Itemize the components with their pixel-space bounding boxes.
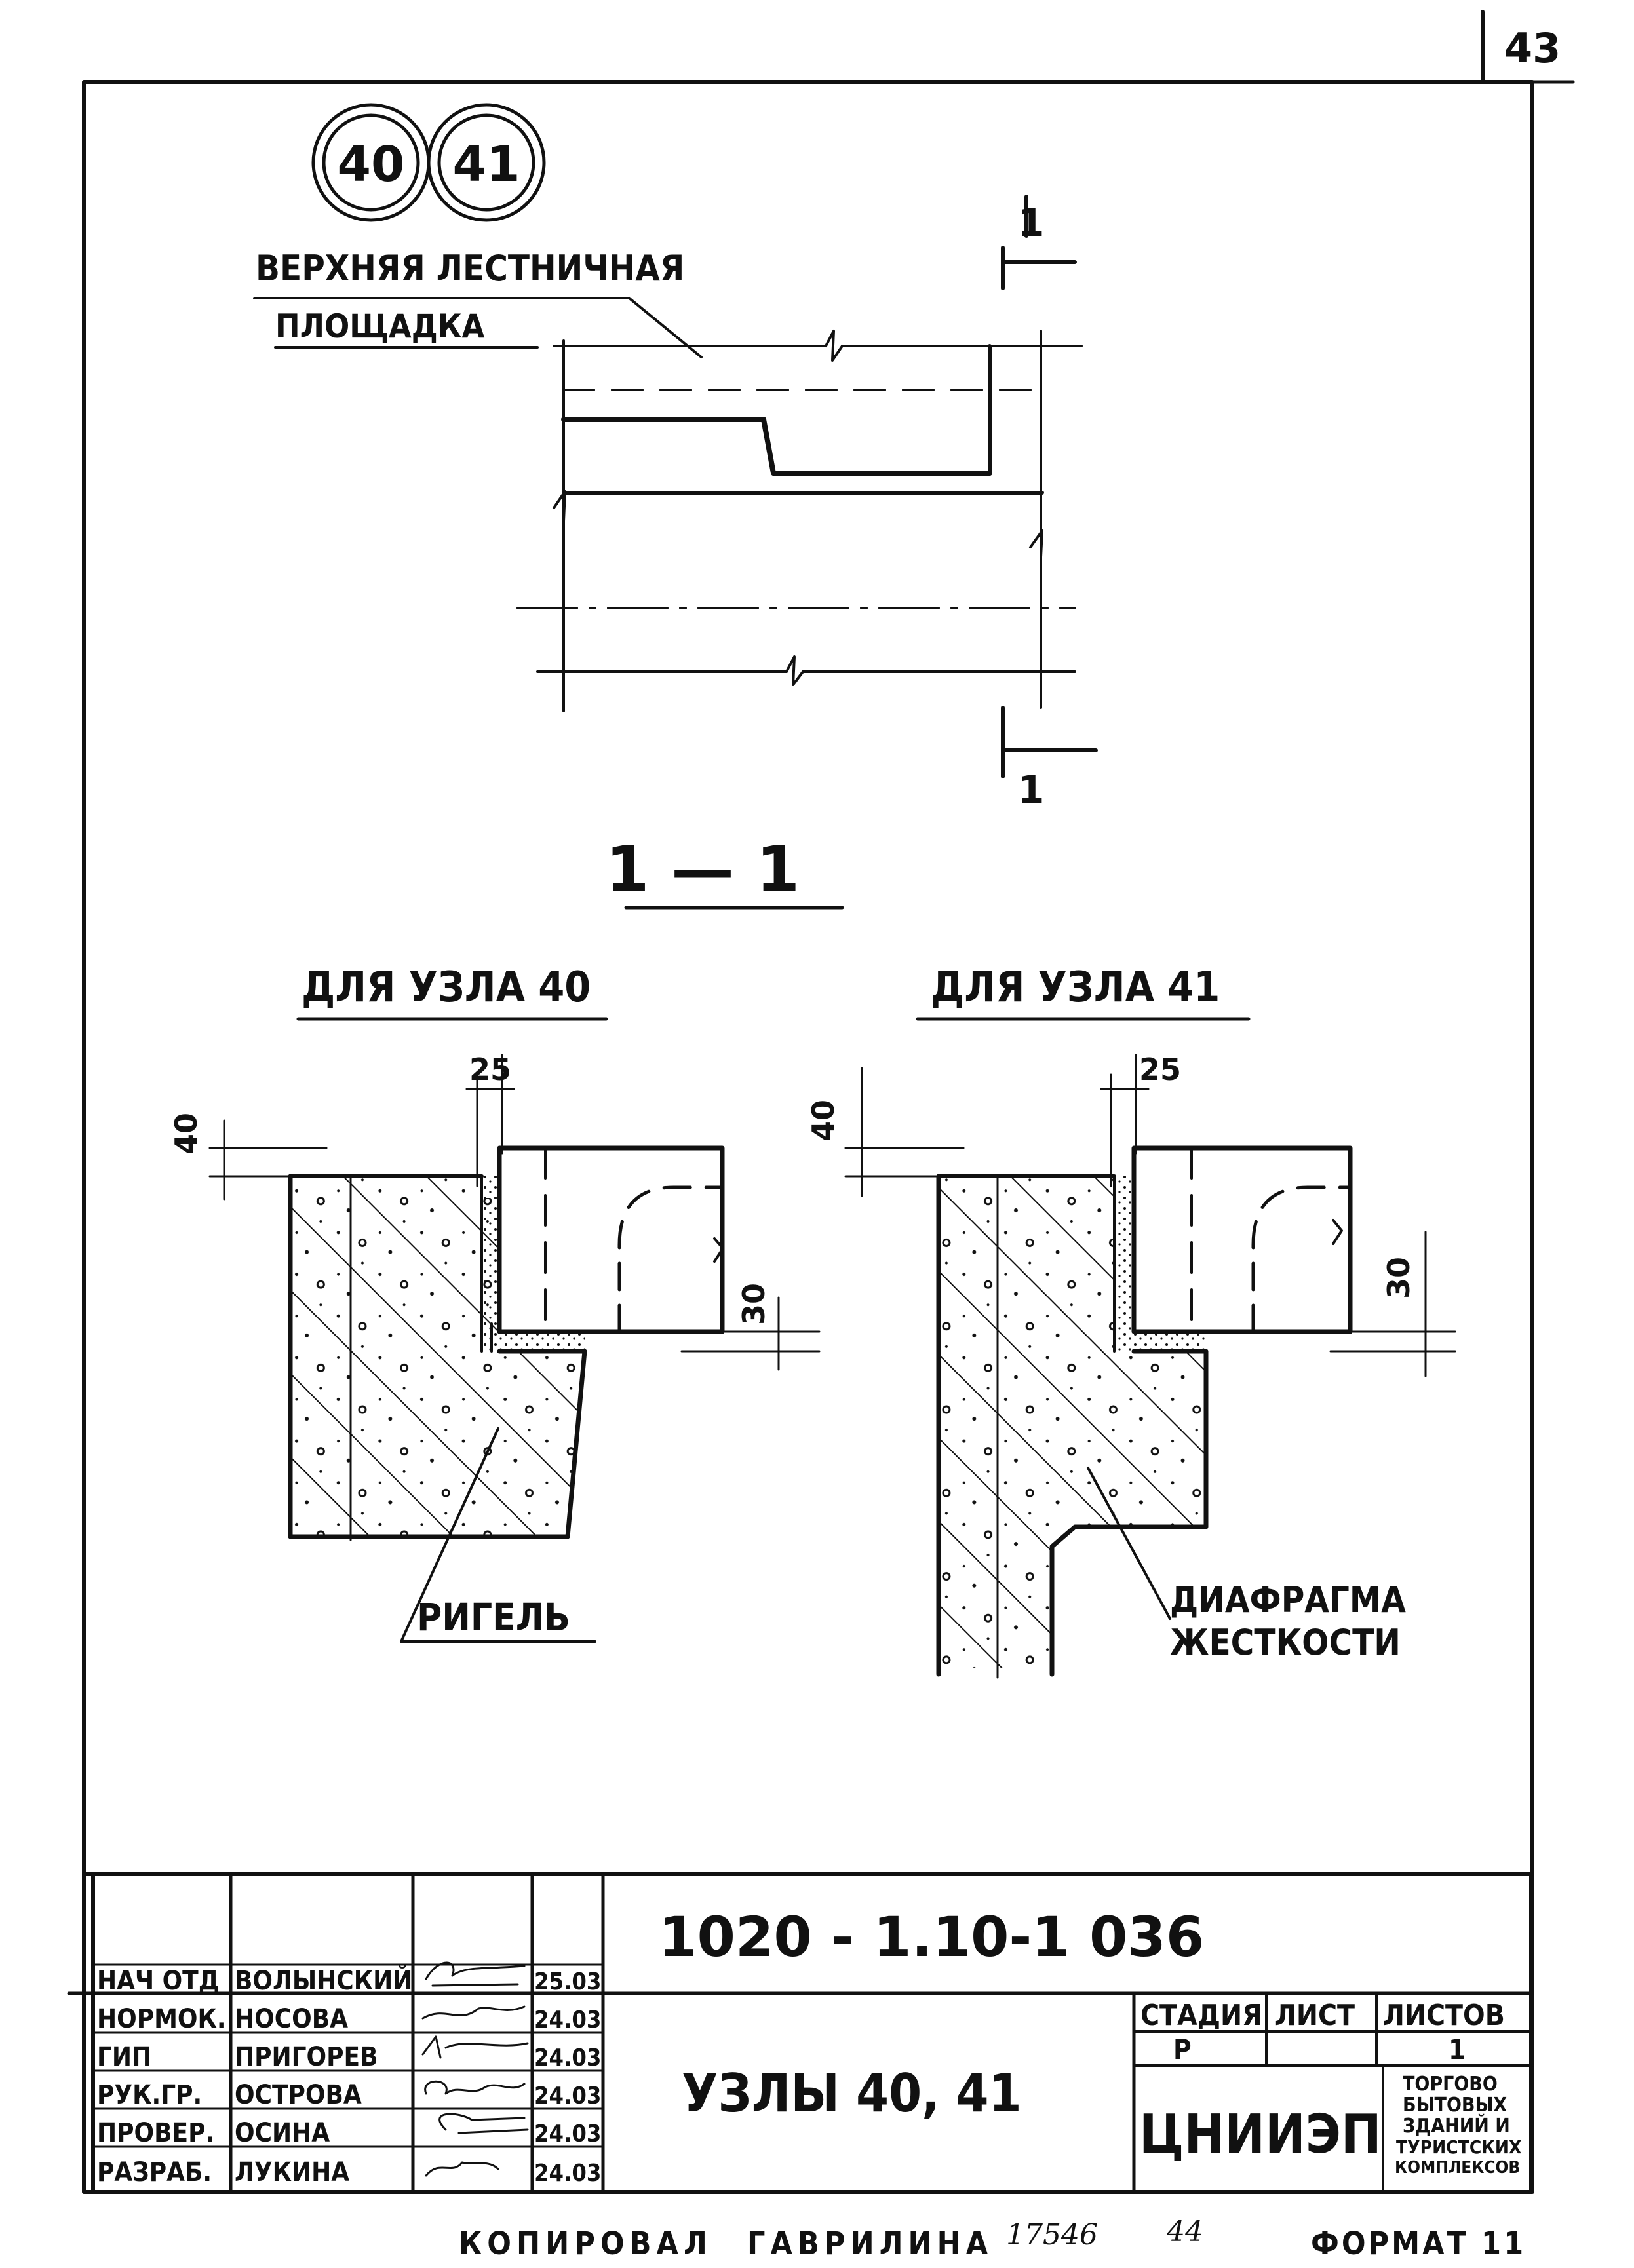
row-date: 24.03: [534, 2045, 601, 2071]
org-sub-2: ЗДАНИЙ И: [1403, 2114, 1510, 2138]
signature-row-0: НАЧ ОТД ВОЛЫНСКИЙ 25.03: [97, 1965, 601, 1996]
row-role: ПРОВЕР.: [97, 2118, 214, 2148]
row-date: 24.03: [534, 2083, 601, 2109]
section-mark-bottom-label: 1: [1018, 767, 1044, 812]
row-role: НАЧ ОТД: [97, 1966, 220, 1996]
row-name: ОСТРОВА: [235, 2080, 362, 2110]
plan-label-line1: ВЕРХНЯЯ ЛЕСТНИЧНАЯ: [256, 248, 684, 289]
row-name: ВОЛЫНСКИЙ: [235, 1965, 412, 1996]
sheets-header: ЛИСТОВ: [1383, 1999, 1505, 2032]
footer: КОПИРОВАЛ ГАВРИЛИНА 17546 44 ФОРМАТ 11: [459, 2215, 1526, 2262]
org-sub-0: ТОРГОВО: [1403, 2073, 1498, 2096]
signature-row-2: ГИП ПРИГОРЕВ 24.03: [97, 2042, 601, 2072]
doc-code: 1020 - 1.10-1 036: [659, 1905, 1204, 1969]
page-number-box: 43: [1481, 10, 1575, 84]
node40-detail: ДЛЯ УЗЛА 40 25 40 30 РИГЕЛЬ: [168, 963, 821, 1643]
section-title: 1 — 1: [606, 833, 800, 906]
node41-dim-left: 40: [806, 1100, 841, 1142]
node41-dim-right: 30: [1381, 1257, 1416, 1299]
node41-detail: ДЛЯ УЗЛА 41 25 40 30 ДИАФРАГМА ЖЕСТКОСТИ: [806, 963, 1456, 1679]
node-mark-40: 40: [311, 103, 431, 222]
node40-dim-right: 30: [736, 1283, 771, 1325]
handwritten-signatures: [421, 1961, 529, 2177]
sheets-value: 1: [1449, 2033, 1466, 2066]
footer-copied-label: КОПИРОВАЛ: [459, 2225, 712, 2262]
signature-row-4: ПРОВЕР. ОСИНА 24.03: [97, 2118, 601, 2148]
signature-row-3: РУК.ГР. ОСТРОВА 24.03: [97, 2080, 601, 2110]
row-role: НОРМОК.: [97, 2004, 226, 2034]
footer-handwritten-number: 17546: [1006, 2218, 1098, 2252]
row-date: 24.03: [534, 2160, 601, 2187]
footer-copied-name: ГАВРИЛИНА: [747, 2225, 993, 2262]
page-number: 43: [1504, 24, 1561, 72]
row-role: РУК.ГР.: [97, 2080, 202, 2110]
node41-callout-line2: ЖЕСТКОСТИ: [1170, 1622, 1401, 1663]
row-name: ОСИНА: [235, 2118, 330, 2148]
node-mark-41: 41: [427, 103, 546, 222]
node40-callout: РИГЕЛЬ: [417, 1595, 570, 1640]
row-name: ЛУКИНА: [235, 2157, 349, 2187]
node-mark-41-label: 41: [453, 136, 520, 193]
section-cut-mark-top: 1: [1001, 195, 1077, 290]
node41-dim-top: 25: [1139, 1052, 1181, 1087]
stage-header: СТАДИЯ: [1140, 1999, 1262, 2032]
stage-value: Р: [1173, 2033, 1192, 2066]
footer-format: ФОРМАТ 11: [1311, 2225, 1526, 2262]
node40-concrete-body: [290, 1176, 585, 1537]
row-name: ПРИГОРЕВ: [235, 2042, 378, 2072]
signature-row-1: НОРМОК. НОСОВА 24.03: [97, 2004, 601, 2034]
node41-callout-line1: ДИАФРАГМА: [1170, 1579, 1406, 1621]
row-date: 24.03: [534, 2007, 601, 2033]
row-role: ГИП: [97, 2042, 151, 2072]
node41-landing-slab: [1131, 1145, 1353, 1334]
row-date: 25.03: [534, 1969, 601, 1995]
node41-title: ДЛЯ УЗЛА 41: [931, 963, 1220, 1012]
plan-leader-line: [628, 297, 703, 358]
node41-concrete-body: [939, 1176, 1206, 1668]
section-mark-top-label: 1: [1018, 201, 1044, 245]
sheet-header: ЛИСТ: [1275, 1999, 1355, 2032]
title-block: 1020 - 1.10-1 036 УЗЛЫ 40, 41 СТАДИЯ ЛИС…: [67, 1872, 1534, 2194]
node-mark-40-label: 40: [338, 136, 405, 193]
footer-handwritten-sheet: 44: [1166, 2215, 1203, 2248]
plan-label-line2: ПЛОЩАДКА: [275, 307, 485, 345]
node40-title: ДЛЯ УЗЛА 40: [302, 963, 591, 1012]
row-name: НОСОВА: [235, 2004, 348, 2034]
signature-row-5: РАЗРАБ. ЛУКИНА 24.03: [97, 2157, 601, 2187]
org-sub-3: ТУРИСТСКИХ: [1396, 2136, 1521, 2158]
org-sub-1: БЫТОВЫХ: [1403, 2094, 1507, 2117]
row-date: 24.03: [534, 2121, 601, 2147]
node40-dim-top: 25: [469, 1052, 511, 1087]
org-sub-4: КОМПЛЕКСОВ: [1395, 2158, 1520, 2178]
node40-dim-left: 40: [168, 1113, 204, 1155]
row-role: РАЗРАБ.: [97, 2157, 212, 2187]
plan-view: ВЕРХНЯЯ ЛЕСТНИЧНАЯ ПЛОЩАДКА 1 1: [253, 195, 1098, 812]
org-name: ЦНИИЭП: [1139, 2104, 1382, 2166]
section-cut-mark-bottom: 1: [1001, 706, 1098, 812]
node40-landing-slab: [497, 1145, 725, 1334]
doc-title: УЗЛЫ 40, 41: [682, 2063, 1022, 2124]
